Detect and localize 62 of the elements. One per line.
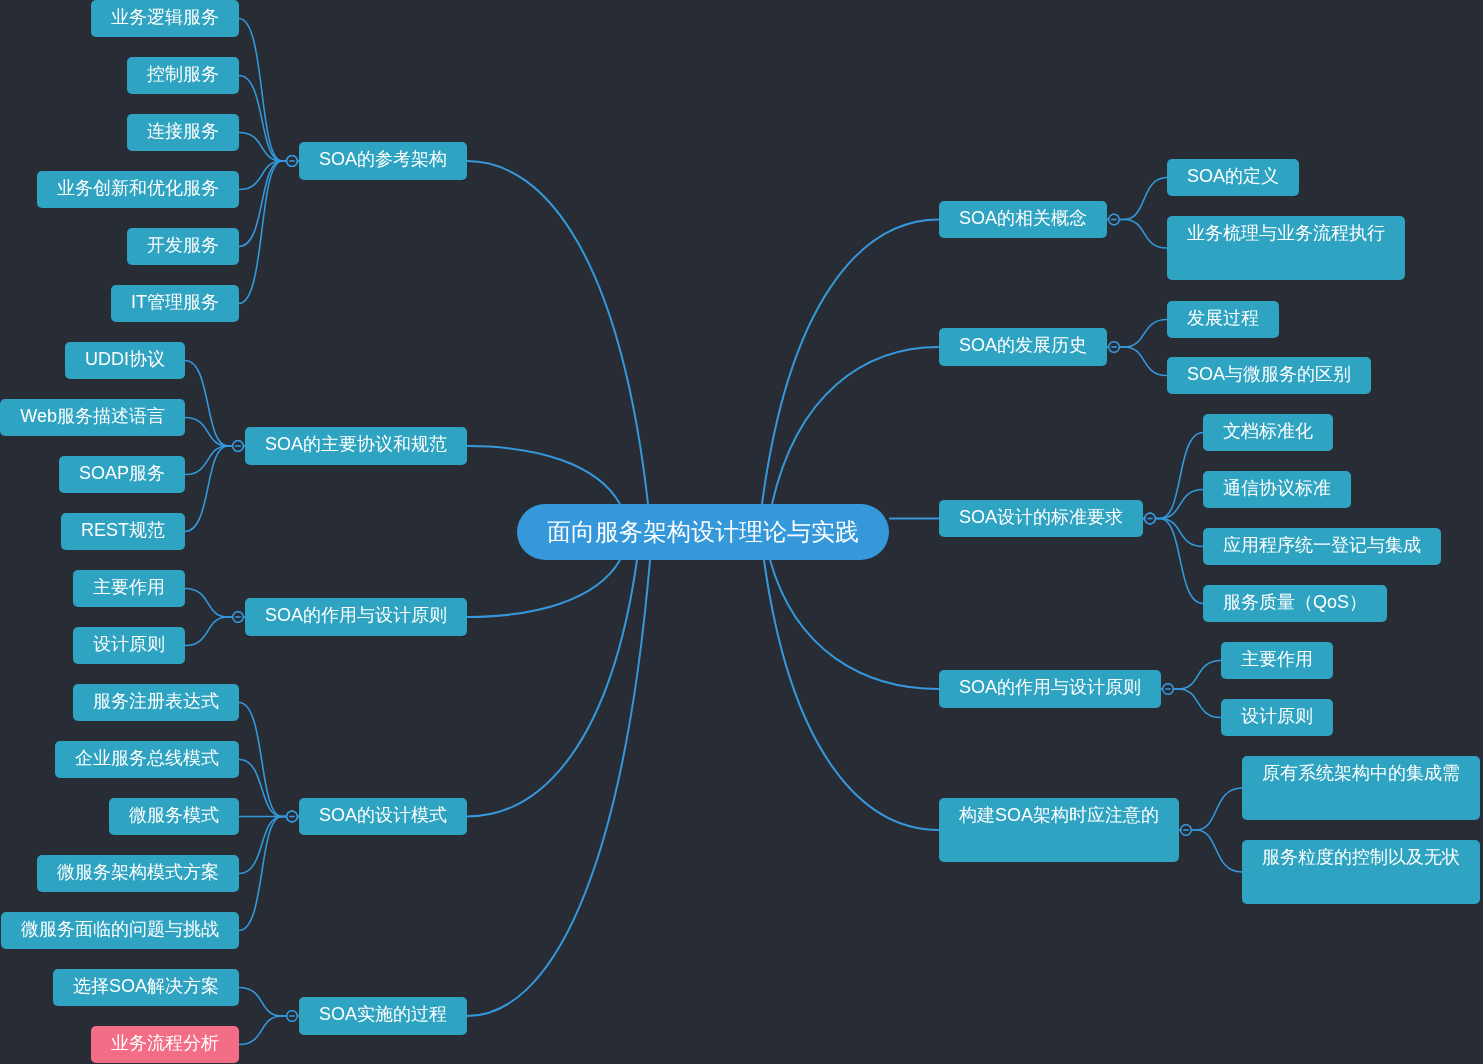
- connector-line: [466, 559, 651, 1017]
- subtopic-box: 业务流程分析: [91, 1026, 239, 1063]
- subtopic-box: IT管理服务: [111, 285, 239, 322]
- subtopic-box: 通信协议标准: [1203, 471, 1351, 508]
- subtopic-box: 服务粒度的控制以及无状: [1242, 840, 1480, 904]
- topic-box: SOA的设计模式: [299, 798, 467, 835]
- connector-line: [238, 155, 300, 305]
- subtopic-box: 微服务模式: [109, 798, 239, 835]
- topic-box: SOA的作用与设计原则: [245, 598, 467, 636]
- connector-line: [466, 445, 621, 505]
- connector-line: [761, 218, 940, 505]
- subtopic-box: 设计原则: [73, 627, 185, 664]
- connector-line: [238, 810, 300, 932]
- subtopic-box: 业务梳理与业务流程执行: [1167, 216, 1405, 280]
- central-topic: 面向服务架构设计理论与实践: [517, 504, 889, 560]
- subtopic-box: 设计原则: [1221, 699, 1333, 736]
- subtopic-box: 文档标准化: [1203, 414, 1333, 451]
- connector-line: [466, 160, 649, 505]
- subtopic-box: 原有系统架构中的集成需: [1242, 756, 1480, 820]
- subtopic-box: 企业服务总线模式: [55, 741, 239, 778]
- subtopic-box: SOA与微服务的区别: [1167, 357, 1371, 394]
- subtopic-box: 连接服务: [127, 114, 239, 151]
- connector-line: [466, 559, 638, 818]
- subtopic-box: 微服务架构模式方案: [37, 855, 239, 892]
- connector-line: [1160, 683, 1222, 719]
- connector-line: [769, 559, 940, 690]
- connector-line: [1142, 512, 1204, 605]
- subtopic-box: 服务质量（QoS）: [1203, 585, 1388, 622]
- subtopic-box: SOA的定义: [1167, 159, 1299, 196]
- topic-box: SOA的作用与设计原则: [939, 670, 1161, 708]
- subtopic-box: 主要作用: [1221, 642, 1333, 679]
- connector-line: [1106, 213, 1168, 249]
- subtopic-box: 微服务面临的问题与挑战: [1, 912, 239, 949]
- subtopic-box: 服务注册表达式: [73, 684, 239, 721]
- subtopic-box: 业务创新和优化服务: [37, 171, 239, 208]
- subtopic-box: 业务逻辑服务: [91, 0, 239, 37]
- topic-box: SOA设计的标准要求: [939, 500, 1143, 537]
- subtopic-box: 主要作用: [73, 570, 185, 607]
- topic-box: SOA的主要协议和规范: [245, 427, 467, 465]
- subtopic-box: SOAP服务: [58, 456, 185, 493]
- subtopic-box: UDDI协议: [65, 342, 185, 379]
- connector-line: [1178, 824, 1243, 873]
- connector-line: [771, 346, 940, 505]
- connector-line: [184, 440, 246, 533]
- connector-line: [1106, 341, 1168, 377]
- subtopic-box: 应用程序统一登记与集成: [1203, 528, 1441, 565]
- subtopic-box: Web服务描述语言: [0, 399, 185, 436]
- subtopic-box: REST规范: [61, 513, 185, 550]
- topic-box: SOA的发展历史: [939, 328, 1107, 366]
- connector-line: [184, 611, 246, 647]
- subtopic-box: 选择SOA解决方案: [53, 969, 239, 1006]
- topic-box: 构建SOA架构时应注意的: [939, 798, 1179, 862]
- connector-line: [466, 559, 621, 618]
- connector-line: [238, 1010, 300, 1046]
- connector-line: [888, 517, 940, 520]
- subtopic-box: 控制服务: [127, 57, 239, 94]
- topic-box: SOA实施的过程: [299, 997, 467, 1035]
- topic-box: SOA的相关概念: [939, 201, 1107, 238]
- subtopic-box: 开发服务: [127, 228, 239, 265]
- connector-line: [763, 559, 940, 831]
- topic-box: SOA的参考架构: [299, 142, 467, 180]
- subtopic-box: 发展过程: [1167, 301, 1279, 338]
